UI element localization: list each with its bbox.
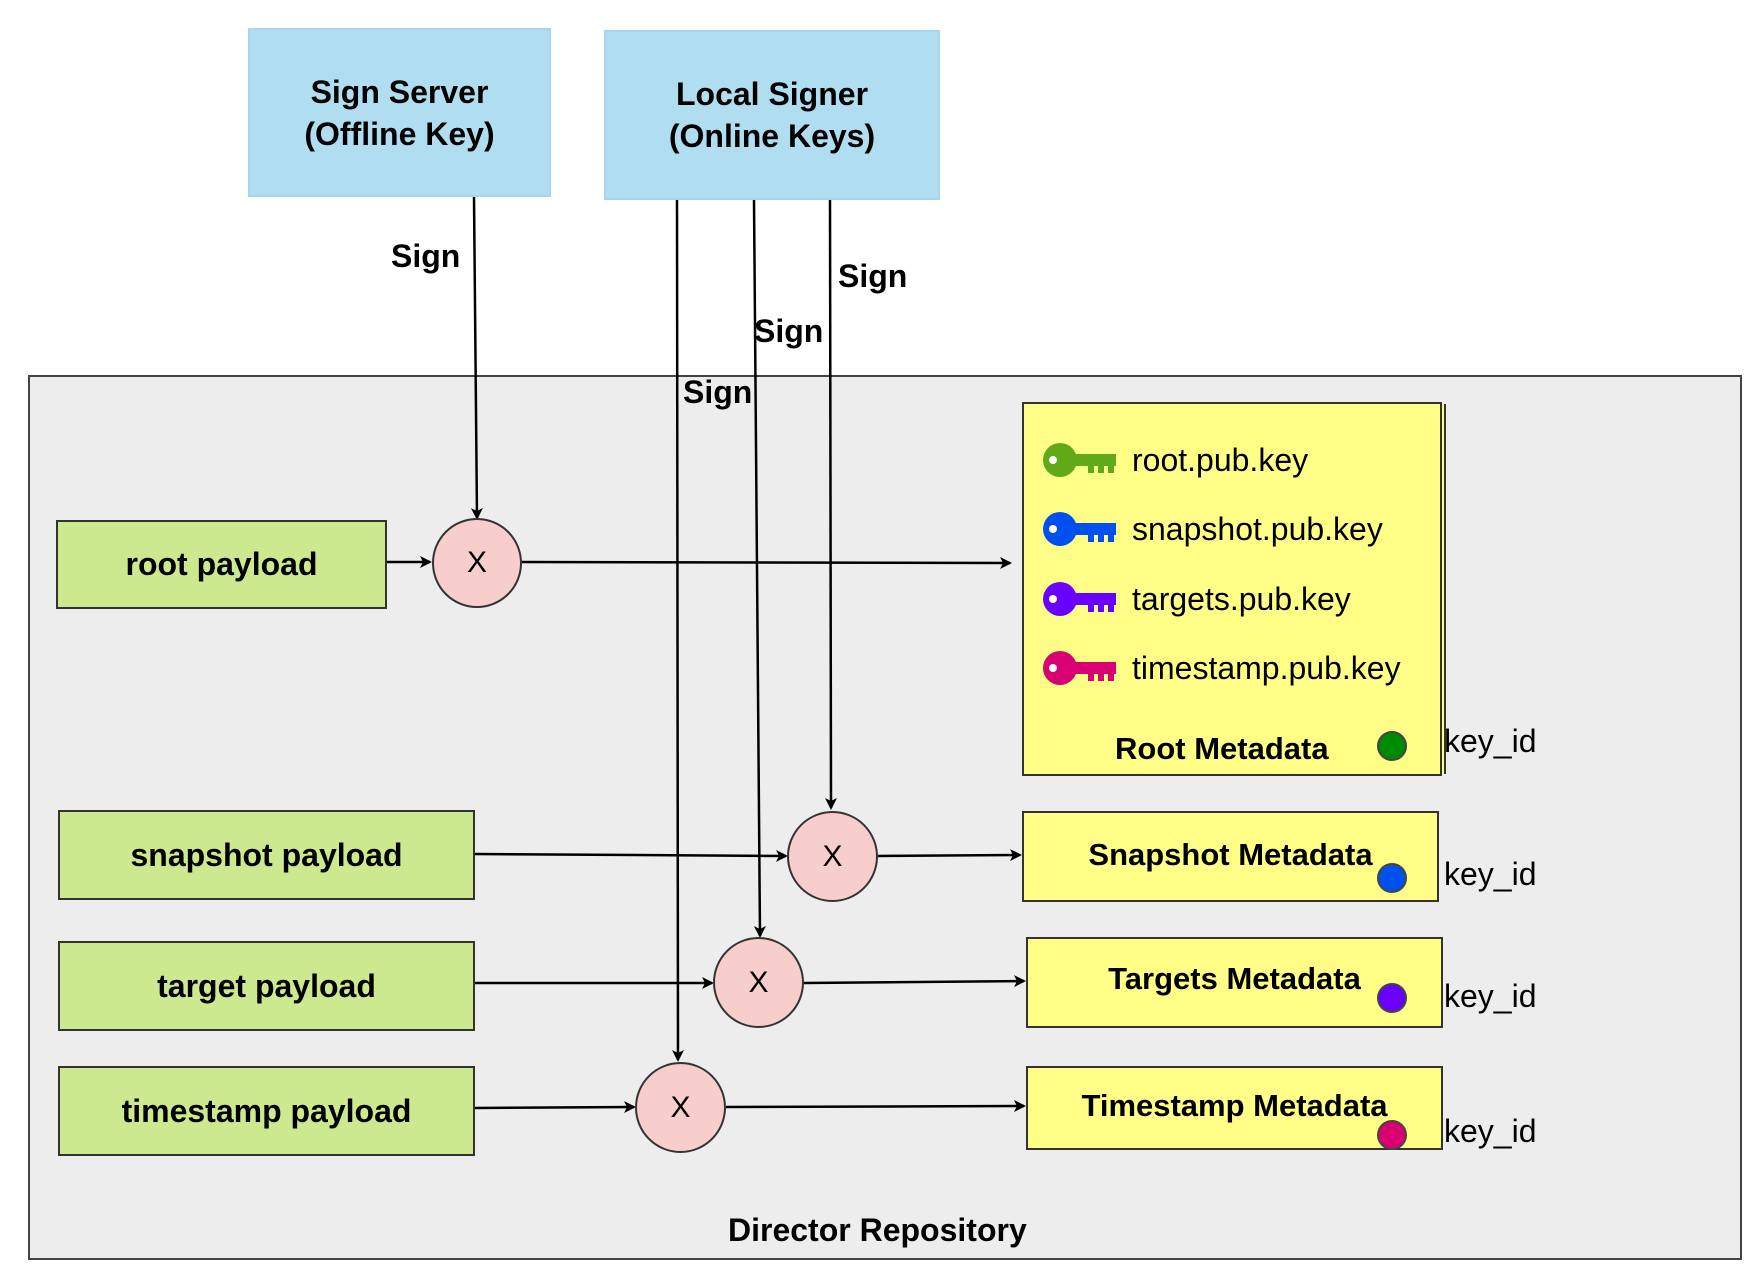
targets-metadata-arrow <box>803 975 1026 988</box>
root-metadata-arrow <box>521 556 1012 569</box>
target-payload: target payload <box>58 941 475 1031</box>
director-repository-title: Director Repository <box>728 1212 1027 1248</box>
root-payload: root payload <box>56 520 387 609</box>
key-icon <box>1043 651 1116 685</box>
targets-key-row: targets.pub.key <box>1040 577 1351 621</box>
root-metadata-label: Root Metadata <box>1115 731 1329 766</box>
key-icon <box>1043 582 1116 616</box>
targets-combine-node: X <box>713 937 804 1028</box>
root-combine-node: X <box>432 518 522 608</box>
timestamp-key-label: timestamp.pub.key <box>1132 649 1401 686</box>
sign-label-targets: Sign <box>754 313 824 349</box>
sign-arrow-snapshot <box>824 199 837 810</box>
targets-key-id-label: key_id <box>1444 978 1537 1014</box>
root-key-row: root.pub.key <box>1040 438 1308 482</box>
snapshot-key-id-dot <box>1377 863 1407 893</box>
snapshot-key-id-label: key_id <box>1444 856 1537 892</box>
targets-metadata: Targets Metadata <box>1026 937 1443 1028</box>
timestamp-key-id-dot <box>1377 1120 1407 1150</box>
timestamp-metadata-arrow <box>725 1100 1026 1113</box>
key-icon <box>1043 443 1116 477</box>
timestamp-key-id-label: key_id <box>1444 1113 1537 1149</box>
snapshot-payload: snapshot payload <box>58 810 475 900</box>
timestamp-payload-arrow <box>474 1101 636 1114</box>
timestamp-combine-node: X <box>635 1062 726 1153</box>
local-signer-box: Local Signer (Online Keys) <box>604 30 940 200</box>
sign-arrow-root <box>470 196 483 520</box>
targets-key-id-dot <box>1377 983 1407 1013</box>
root-key-label: root.pub.key <box>1132 441 1309 478</box>
sign-server-box: Sign Server (Offline Key) <box>248 28 551 197</box>
timestamp-key-row: timestamp.pub.key <box>1040 646 1401 690</box>
sign-arrow-timestamp <box>671 199 684 1062</box>
sign-label-root: Sign <box>391 238 461 274</box>
sign-label-snapshot: Sign <box>838 258 908 294</box>
snapshot-metadata: Snapshot Metadata <box>1022 811 1439 902</box>
root-key-id-dot <box>1377 731 1407 761</box>
sign-arrow-targets <box>752 199 766 938</box>
timestamp-metadata: Timestamp Metadata <box>1026 1066 1443 1150</box>
key-icon <box>1043 512 1116 546</box>
root-key-id-label: key_id <box>1444 723 1537 759</box>
targets-key-label: targets.pub.key <box>1132 580 1351 617</box>
snapshot-key-label: snapshot.pub.key <box>1132 510 1383 547</box>
snapshot-metadata-arrow <box>877 849 1022 862</box>
sign-label-timestamp: Sign <box>683 374 753 410</box>
snapshot-payload-arrow <box>474 849 788 862</box>
snapshot-combine-node: X <box>787 811 878 902</box>
snapshot-key-row: snapshot.pub.key <box>1040 507 1383 551</box>
timestamp-payload: timestamp payload <box>58 1066 475 1156</box>
